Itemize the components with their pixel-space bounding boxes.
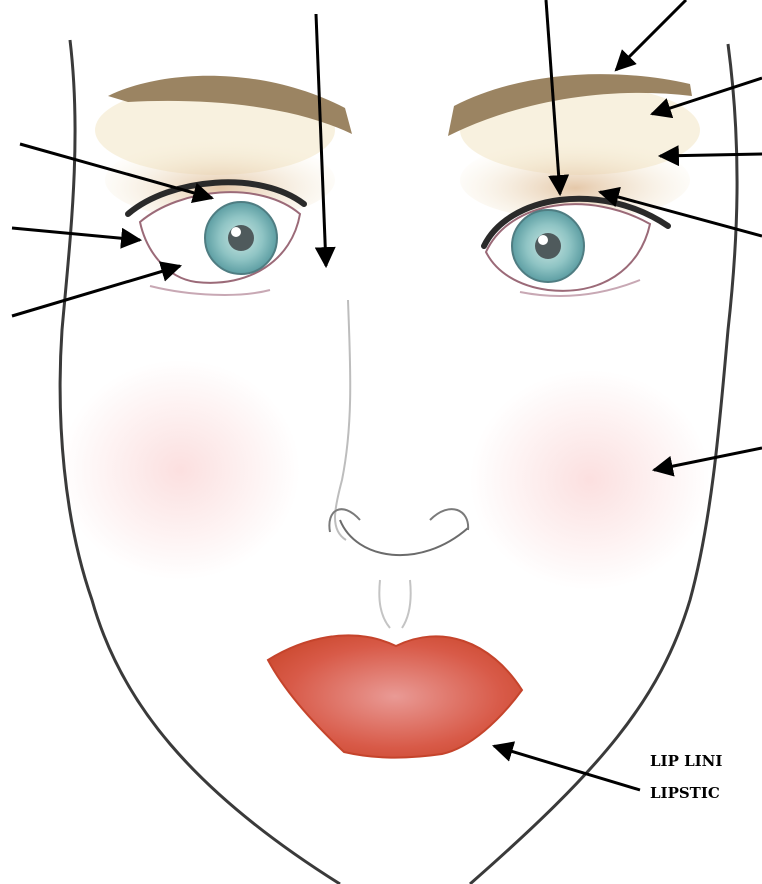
left-cheek-blush [60, 360, 300, 580]
right-eye [484, 199, 668, 296]
arrow-icon [616, 0, 686, 70]
right-cheek-blush [470, 370, 710, 590]
lips [268, 635, 522, 757]
arrow-icon [494, 746, 640, 790]
lipstick-label: LIPSTIC [650, 784, 720, 802]
lip-liner-label: LIP LINI [650, 752, 722, 770]
arrow-icon [12, 266, 180, 316]
nose-right-nostril [430, 509, 468, 530]
arrow-icon [660, 154, 762, 156]
nose-tip [340, 520, 468, 555]
arrow-icon [12, 228, 140, 240]
nose-left-line [335, 300, 350, 540]
philtrum [379, 580, 410, 628]
